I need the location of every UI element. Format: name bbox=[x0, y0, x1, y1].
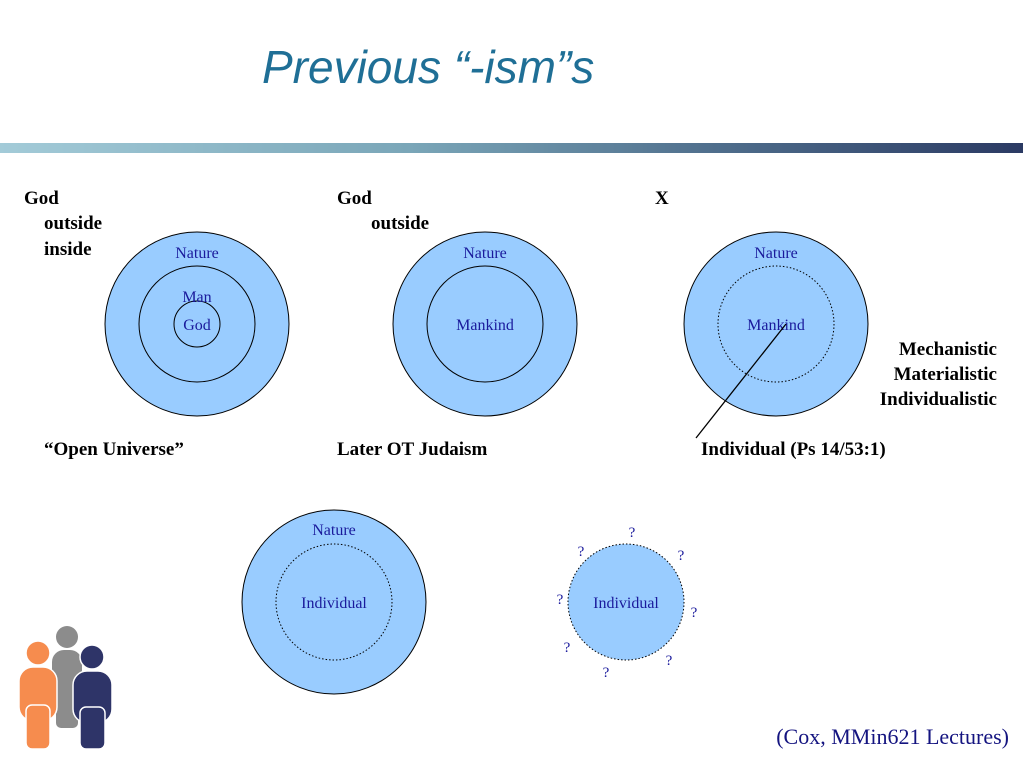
question-mark: ? bbox=[666, 653, 673, 669]
d2-nature-label: Nature bbox=[463, 245, 507, 262]
question-mark: ? bbox=[578, 544, 585, 560]
col2-heading: God bbox=[337, 188, 372, 209]
d1-nature-label: Nature bbox=[175, 245, 219, 262]
diagram-individual-ps: Nature Mankind bbox=[683, 231, 869, 439]
side-list-materialistic: Materialistic bbox=[893, 364, 997, 385]
diagram-individual-unknown: Individual ? ? ? ? ? ? ? ? bbox=[557, 525, 698, 681]
question-mark: ? bbox=[678, 548, 685, 564]
d3-nature-label: Nature bbox=[754, 245, 798, 262]
question-mark: ? bbox=[603, 665, 610, 681]
mankind-circle bbox=[426, 265, 544, 383]
diagram-nature-individual: Nature Individual bbox=[241, 509, 427, 695]
d1-god-label: God bbox=[183, 317, 211, 334]
col1-heading: God bbox=[24, 188, 59, 209]
individual-dotted-circle bbox=[275, 543, 393, 661]
title-divider bbox=[0, 143, 1023, 153]
people-group-icon bbox=[18, 626, 113, 750]
col3-heading: X bbox=[655, 188, 669, 209]
question-mark: ? bbox=[564, 640, 571, 656]
d3-mankind-label: Mankind bbox=[747, 317, 805, 334]
slide-title: Previous “-ism”s bbox=[262, 41, 595, 93]
d1-man-label: Man bbox=[182, 289, 211, 306]
question-mark: ? bbox=[557, 592, 564, 608]
col2-caption: Later OT Judaism bbox=[337, 439, 488, 460]
col1-sub-inside: inside bbox=[44, 239, 92, 260]
god-circle bbox=[173, 300, 221, 348]
col1-sub-outside: outside bbox=[44, 213, 103, 234]
col1-caption: “Open Universe” bbox=[44, 439, 184, 460]
d5-individual-label: Individual bbox=[593, 595, 659, 612]
diagram-later-ot-judaism: Nature Mankind bbox=[392, 231, 578, 417]
question-mark: ? bbox=[629, 525, 636, 541]
pointer-line bbox=[695, 323, 787, 439]
col3-caption: Individual (Ps 14/53:1) bbox=[701, 439, 886, 460]
d2-mankind-label: Mankind bbox=[456, 317, 514, 334]
individual-dotted-circle bbox=[567, 543, 685, 661]
question-mark: ? bbox=[691, 605, 698, 621]
side-list-mechanistic: Mechanistic bbox=[898, 339, 997, 360]
citation: (Cox, MMin621 Lectures) bbox=[776, 724, 1009, 749]
d4-nature-label: Nature bbox=[312, 522, 356, 539]
mankind-dotted-circle bbox=[717, 265, 835, 383]
diagram-open-universe: Nature Man God bbox=[104, 231, 290, 417]
col2-sub-outside: outside bbox=[371, 213, 430, 234]
side-list-individualistic: Individualistic bbox=[879, 389, 997, 410]
d4-individual-label: Individual bbox=[301, 595, 367, 612]
